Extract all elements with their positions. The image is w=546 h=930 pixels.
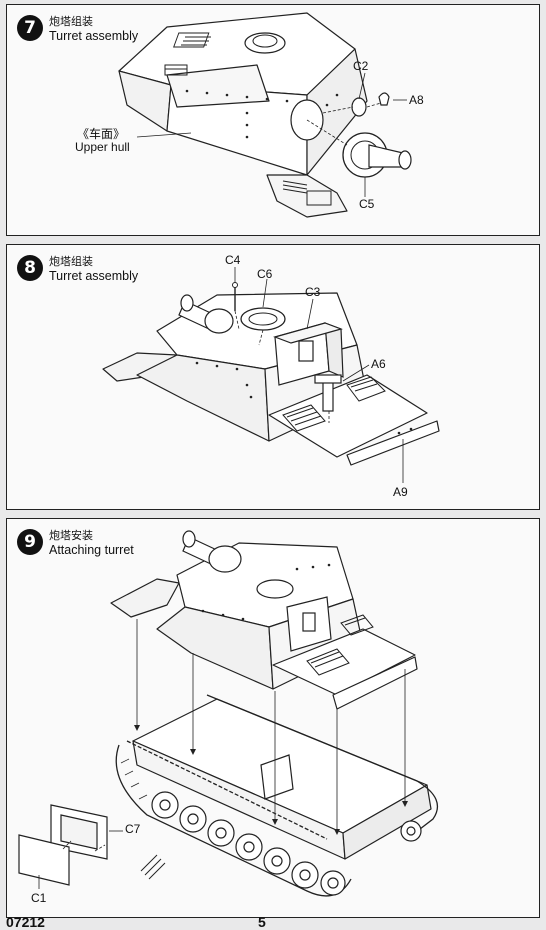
step-title-en: Turret assembly [49, 269, 139, 283]
step-number-badge: 8 [17, 255, 43, 281]
part-label-c3: C3 [305, 285, 321, 299]
upper-hull-turret-illustration [118, 12, 412, 218]
part-label-a8: A8 [409, 93, 424, 107]
attach-turret-illustration [18, 530, 438, 897]
part-label-a9: A9 [393, 485, 408, 499]
step-number-badge: 7 [17, 15, 43, 41]
step-title: 炮塔组装 Turret assembly [49, 14, 138, 44]
step-8-panel: 8 炮塔组装 Turret assembly [6, 244, 540, 510]
upper-hull-label-en: Upper hull [75, 140, 130, 154]
page-number: 5 [258, 914, 266, 930]
step-number-badge: 9 [17, 529, 43, 555]
step-title: 炮塔组装 Turret assembly [49, 254, 138, 284]
kit-number: 07212 [6, 914, 45, 930]
step-title-en: Turret assembly [49, 29, 139, 43]
step-title: 炮塔安装 Attaching turret [49, 528, 134, 558]
turret-assembly-illustration [102, 267, 440, 483]
part-label-c1: C1 [31, 891, 47, 905]
part-label-c7: C7 [125, 822, 141, 836]
part-label-c6: C6 [257, 267, 273, 281]
step-title-en: Attaching turret [49, 543, 134, 557]
part-label-a6: A6 [371, 357, 386, 371]
part-label-c2: C2 [353, 59, 369, 73]
step-title-zh: 炮塔安装 [49, 529, 93, 542]
upper-hull-label-zh: 《车面》 [77, 127, 126, 141]
step-title-zh: 炮塔组装 [49, 255, 93, 268]
step-7-panel: 7 炮塔组装 Turret assembly [6, 4, 540, 236]
step-title-zh: 炮塔组装 [49, 15, 93, 28]
step-9-panel: 9 炮塔安装 Attaching turret [6, 518, 540, 918]
part-label-c5: C5 [359, 197, 375, 211]
part-label-c4: C4 [225, 253, 241, 267]
